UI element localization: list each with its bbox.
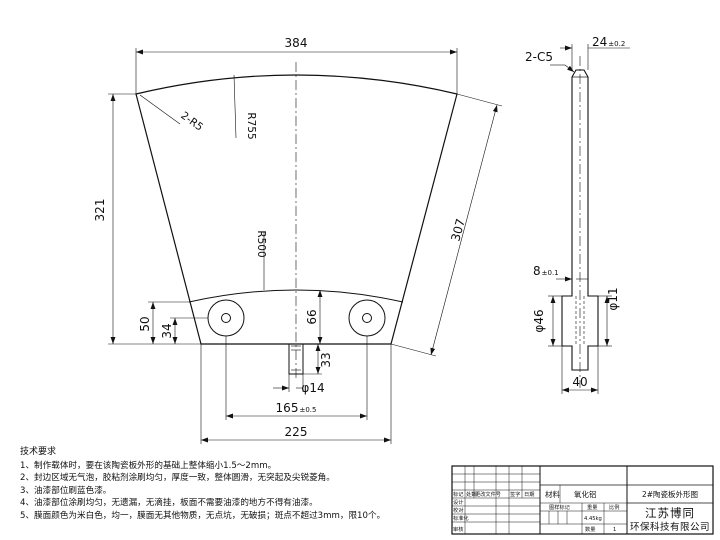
dim-34: 34 — [160, 323, 174, 338]
title-block-text: 标记 处数 更改文件号 签字 日期 设计 校对 标准化 审核 材料 氧化铝 图样… — [453, 489, 710, 533]
tb-count-label: 数量 — [585, 525, 595, 533]
notes-title: 技术要求 — [20, 447, 57, 457]
dim-phi46: φ46 — [532, 309, 546, 332]
tb-row-1: 设计 — [453, 498, 463, 506]
note-item-2: 2、封边区域无气泡，胶粘剂涂刷均匀，厚度一致，整体圆滑，无突起及尖锐菱角。 — [20, 473, 335, 484]
dim-8-value: 8 — [533, 264, 541, 278]
title-block — [451, 465, 714, 535]
side-dimensions — [548, 44, 630, 394]
dim-24-value: 24 — [592, 35, 607, 49]
tb-row-4: 审核 — [453, 525, 463, 533]
note-item-1: 1、制作载体时，要在该陶瓷板外形的基础上整体缩小1.5～2mm。 — [20, 460, 277, 471]
dim-8: 8±0.1 — [533, 264, 559, 278]
tb-stage-2: 重量 — [587, 503, 597, 511]
dim-r755: R755 — [245, 112, 257, 139]
dim-66: 66 — [305, 309, 319, 324]
note-item-4: 4、油漆部位涂刷均匀，无遗漏，无滴挂，板面不需要油漆的地方不得有油漆。 — [20, 498, 318, 509]
dim-33: 33 — [319, 352, 333, 367]
dim-165-tol: ±0.5 — [299, 406, 316, 414]
tb-company-1: 江苏博同 — [645, 506, 695, 520]
dim-384: 384 — [285, 36, 308, 50]
left-hole — [221, 313, 231, 323]
dim-165: 165±0.5 — [276, 401, 317, 415]
tb-row-2: 校对 — [453, 506, 463, 514]
tb-drawing-title: 2#陶瓷板外形图 — [642, 489, 698, 499]
dim-2-c5: 2-C5 — [525, 50, 553, 64]
dim-50: 50 — [138, 316, 152, 331]
tb-company-2: 环保科技有限公司 — [630, 521, 710, 533]
dim-r500: R500 — [255, 230, 267, 257]
note-item-3: 3、油漆部位刷蓝色漆。 — [20, 485, 112, 496]
front-view — [135, 62, 458, 380]
tb-material: 氧化铝 — [574, 489, 597, 499]
dim-24: 24±0.2 — [592, 35, 625, 49]
dim-165-value: 165 — [276, 401, 299, 415]
tb-weight: 4.45kg — [584, 516, 602, 522]
tb-stage-3: 比例 — [609, 503, 619, 511]
dim-321: 321 — [93, 199, 107, 222]
right-boss — [348, 299, 386, 337]
tb-col-3: 更改文件号 — [475, 490, 501, 498]
dim-8-tol: ±0.1 — [542, 269, 559, 277]
dim-225: 225 — [285, 425, 308, 439]
tb-col-5: 日期 — [524, 491, 534, 498]
side-view — [561, 56, 599, 388]
dim-phi11: φ11 — [606, 287, 620, 310]
right-hole — [362, 313, 372, 323]
tb-col-2: 处数 — [466, 490, 477, 498]
dim-40: 40 — [572, 375, 587, 389]
front-dimensions — [108, 48, 503, 444]
front-dim-labels: 384 321 307 2-R5 R755 R500 50 34 66 33 φ… — [93, 36, 468, 439]
tb-stage-1: 图样标记 — [549, 503, 570, 511]
left-boss — [207, 299, 245, 337]
dim-307: 307 — [448, 217, 467, 243]
tb-material-label: 材料 — [545, 489, 560, 499]
note-item-5: 5、膜面颜色为米白色，均一，膜面无其他物质，无点坑，无破损；斑点不超过3mm，限… — [20, 510, 386, 521]
dim-24-tol: ±0.2 — [608, 40, 625, 48]
side-profile — [561, 69, 599, 371]
inner-arc — [188, 289, 404, 303]
pin — [288, 343, 304, 375]
tb-row-3: 标准化 — [453, 514, 469, 522]
tb-col-1: 标记 — [453, 490, 463, 498]
tb-col-4: 签字 — [510, 490, 520, 498]
side-dim-labels: 2-C5 24±0.2 8±0.1 φ11 φ46 40 — [525, 35, 625, 389]
dim-2-r5: 2-R5 — [178, 110, 205, 134]
plate-outline — [135, 74, 458, 345]
technical-notes: 技术要求 1、制作载体时，要在该陶瓷板外形的基础上整体缩小1.5～2mm。 2、… — [20, 446, 450, 523]
tb-scale: 1 — [613, 527, 616, 533]
dim-phi14: φ14 — [301, 381, 324, 395]
